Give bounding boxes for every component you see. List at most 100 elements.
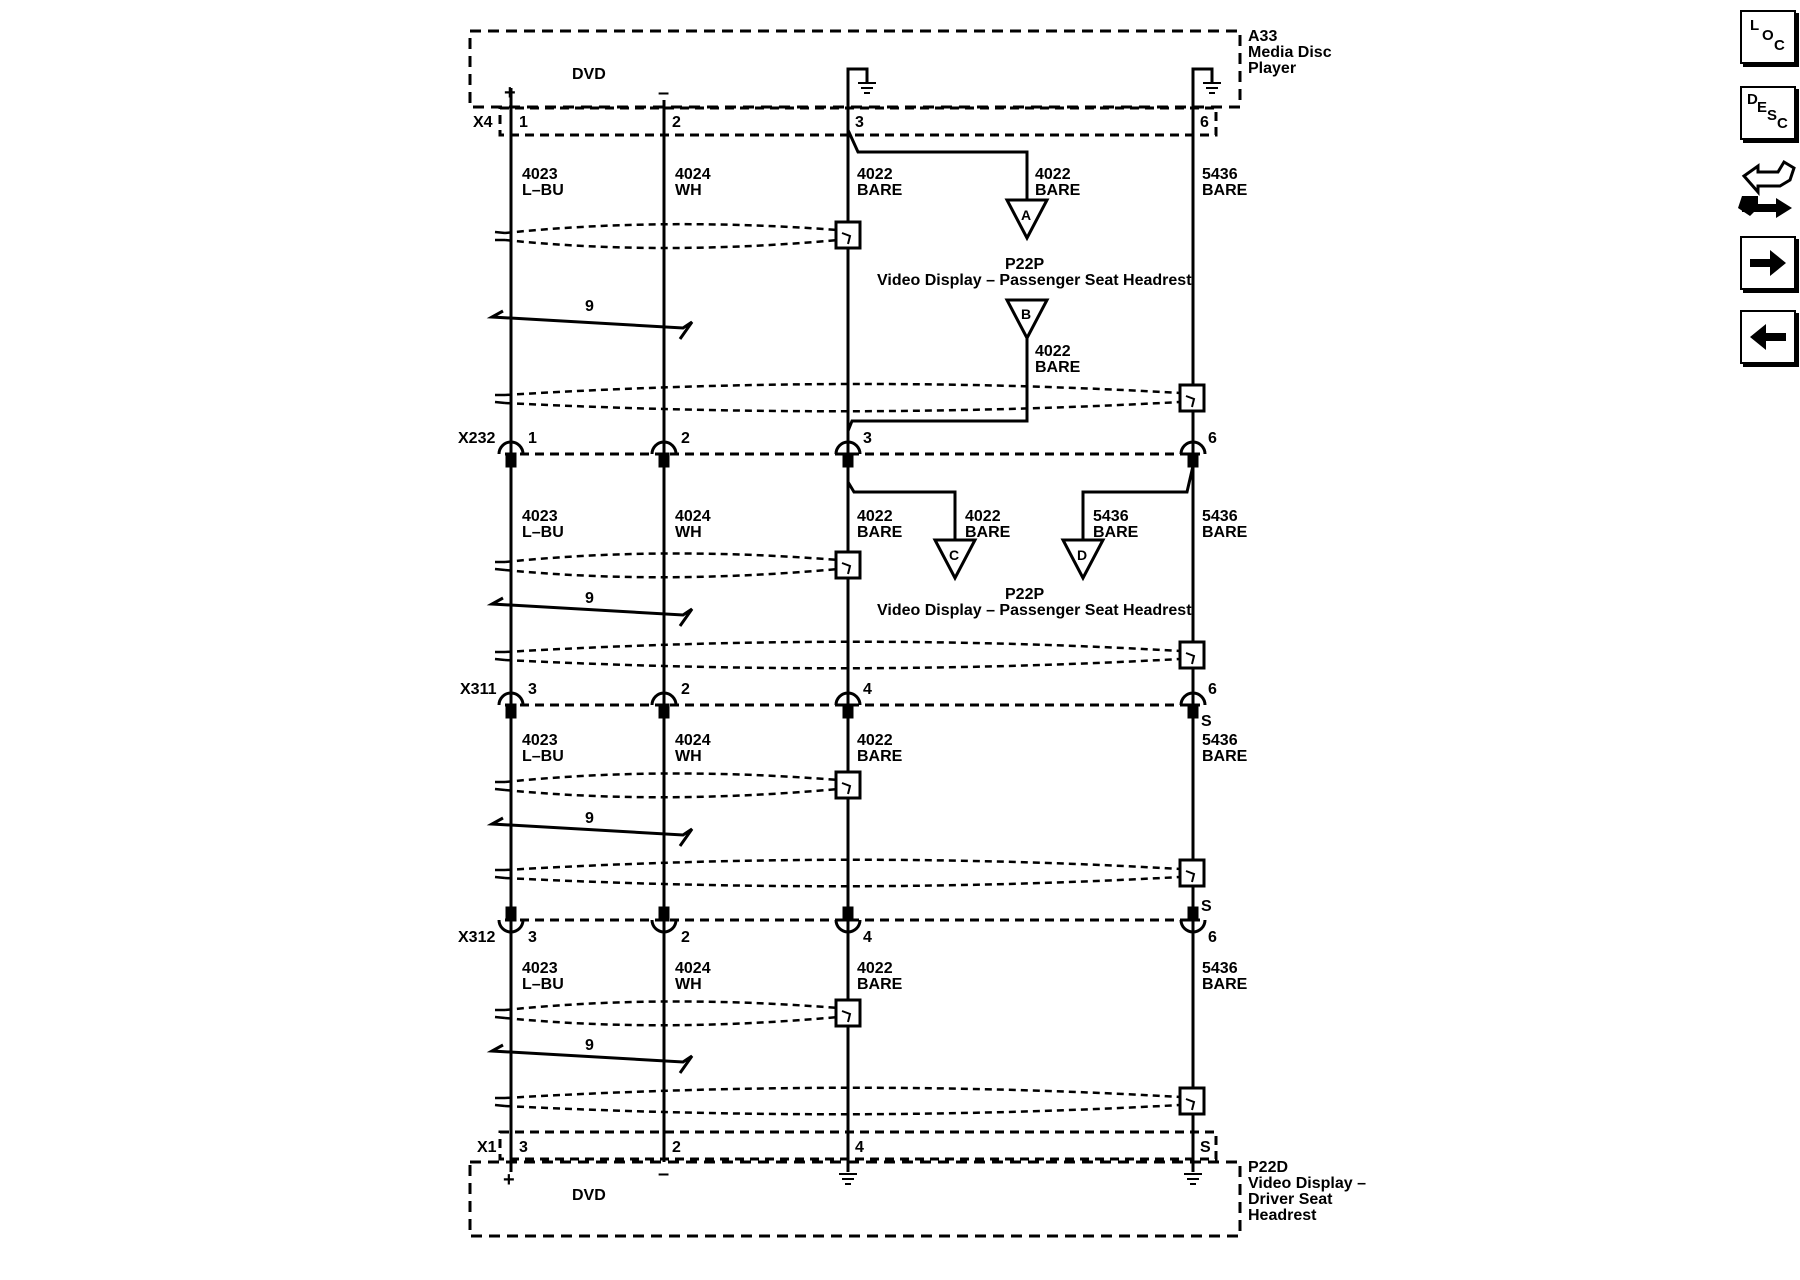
connector-x4-name: X4 xyxy=(473,114,493,131)
x4-pin: 1 xyxy=(519,114,528,131)
connector-x4 xyxy=(498,106,1218,137)
next-arrow-icon xyxy=(1750,250,1786,276)
pin-c-triangle xyxy=(932,538,978,582)
x312-pin: 3 xyxy=(528,929,537,946)
branch-a-circuit: 4022 xyxy=(1035,166,1071,183)
twisted-pair-icon xyxy=(486,816,694,847)
x312-pin: 4 xyxy=(863,929,872,946)
x1-pin: 3 xyxy=(519,1139,528,1156)
shield-icon xyxy=(494,1086,1206,1116)
ground-icon xyxy=(1184,1173,1202,1185)
top-component-name-2: Player xyxy=(1248,60,1296,77)
bottom-pos-sign: + xyxy=(503,1169,515,1191)
branch-b-circuit: 4022 xyxy=(1035,343,1071,360)
x1-pin: 2 xyxy=(672,1139,681,1156)
seg3-wire2-circuit: 4024 xyxy=(675,732,711,749)
seg1-wire2-color: WH xyxy=(675,182,702,199)
branch-wire-4022-b xyxy=(846,338,1029,432)
shield-icon xyxy=(494,770,862,800)
location-button[interactable]: L O C xyxy=(1740,10,1796,64)
branch-c-circuit: 4022 xyxy=(965,508,1001,525)
x311-splice-label: S xyxy=(1201,713,1212,730)
seg2-wire1-color: L–BU xyxy=(522,524,564,541)
top-neg-sign: – xyxy=(658,82,669,104)
twisted-pair-icon xyxy=(486,309,694,340)
bottom-component-label: DVD xyxy=(572,1187,606,1204)
ground-icon xyxy=(839,1173,857,1185)
seg2-wire4-color: BARE xyxy=(1202,524,1248,541)
bottom-component-name-1: Video Display – xyxy=(1248,1175,1366,1192)
bottom-neg-sign: – xyxy=(658,1163,669,1185)
top-component-ref: A33 xyxy=(1248,28,1277,45)
seg2-wire2-color: WH xyxy=(675,524,702,541)
seg1-wire4-color: BARE xyxy=(1202,182,1248,199)
seg1-wire3-color: BARE xyxy=(857,182,903,199)
seg4-wire4-circuit: 5436 xyxy=(1202,960,1238,977)
seg4-wire3-color: BARE xyxy=(857,976,903,993)
seg3-wire1-circuit: 4023 xyxy=(522,732,558,749)
branch-c-color: BARE xyxy=(965,524,1011,541)
branch-d-circuit: 5436 xyxy=(1093,508,1129,525)
seg3-wire4-color: BARE xyxy=(1202,748,1248,765)
previous-arrow-icon xyxy=(1750,324,1786,350)
connector-x311-name: X311 xyxy=(460,681,497,698)
pin-b-label: B xyxy=(1021,306,1031,322)
seg3-wire4-circuit: 5436 xyxy=(1202,732,1238,749)
seg4-wire4-color: BARE xyxy=(1202,976,1248,993)
x311-pin: 2 xyxy=(681,681,690,698)
top-component-name-1: Media Disc xyxy=(1248,44,1332,61)
twist-count: 9 xyxy=(585,298,594,315)
connector-x1-name: X1 xyxy=(477,1139,497,1156)
connector-x232-terminals xyxy=(497,440,1207,468)
x1-pin: S xyxy=(1200,1139,1211,1156)
bottom-component-name-3: Headrest xyxy=(1248,1207,1317,1224)
twist-count: 9 xyxy=(585,590,594,607)
seg4-wire3-circuit: 4022 xyxy=(857,960,893,977)
twisted-pair-icon xyxy=(486,596,694,627)
x4-pin: 2 xyxy=(672,114,681,131)
top-component-label: DVD xyxy=(572,66,606,83)
seg1-wire1-color: L–BU xyxy=(522,182,564,199)
seg4-wire2-circuit: 4024 xyxy=(675,960,711,977)
seg4-wire1-color: L–BU xyxy=(522,976,564,993)
branch-wire-4022-c xyxy=(846,481,957,540)
seg3-wire3-color: BARE xyxy=(857,748,903,765)
pin-d-triangle xyxy=(1060,538,1106,582)
twisted-pair-icon xyxy=(486,1043,694,1074)
twist-count: 9 xyxy=(585,810,594,827)
connector-x311-terminals xyxy=(497,691,1207,719)
shield-icon xyxy=(494,550,862,580)
bottom-component-ref: P22D xyxy=(1248,1159,1288,1176)
branch-wire-5436-d xyxy=(1081,465,1195,540)
twist-count: 9 xyxy=(585,1037,594,1054)
location-icon: L O C xyxy=(1750,17,1785,54)
seg1-wire3-circuit: 4022 xyxy=(857,166,893,183)
seg2-wire4-circuit: 5436 xyxy=(1202,508,1238,525)
shield-icon xyxy=(494,220,862,250)
passenger-display-1-name: Video Display – Passenger Seat Headrest xyxy=(877,272,1192,289)
bottom-component-outline xyxy=(468,1160,1242,1238)
seg3-wire2-color: WH xyxy=(675,748,702,765)
x312-pin: 6 xyxy=(1208,929,1217,946)
seg1-wire1-circuit: 4023 xyxy=(522,166,558,183)
description-button[interactable]: D E S C xyxy=(1740,86,1796,140)
branch-a-color: BARE xyxy=(1035,182,1081,199)
seg1-wire4-circuit: 5436 xyxy=(1202,166,1238,183)
pin-a-triangle xyxy=(1004,198,1050,242)
seg4-wire1-circuit: 4023 xyxy=(522,960,558,977)
previous-page-button[interactable] xyxy=(1740,310,1796,364)
seg2-wire1-circuit: 4023 xyxy=(522,508,558,525)
x232-pin: 2 xyxy=(681,430,690,447)
connector-end-view-button[interactable] xyxy=(1736,156,1798,222)
connector-x232-name: X232 xyxy=(458,430,495,447)
description-icon: D E S C xyxy=(1747,91,1788,132)
x1-pin: 4 xyxy=(855,1139,864,1156)
next-page-button[interactable] xyxy=(1740,236,1796,290)
shield-icon xyxy=(494,858,1206,888)
branch-b-color: BARE xyxy=(1035,359,1081,376)
connector-x312-terminals xyxy=(497,906,1207,934)
seg3-wire3-circuit: 4022 xyxy=(857,732,893,749)
top-component-outline xyxy=(468,29,1242,109)
bottom-component-name-2: Driver Seat xyxy=(1248,1191,1333,1208)
x311-pin: 6 xyxy=(1208,681,1217,698)
